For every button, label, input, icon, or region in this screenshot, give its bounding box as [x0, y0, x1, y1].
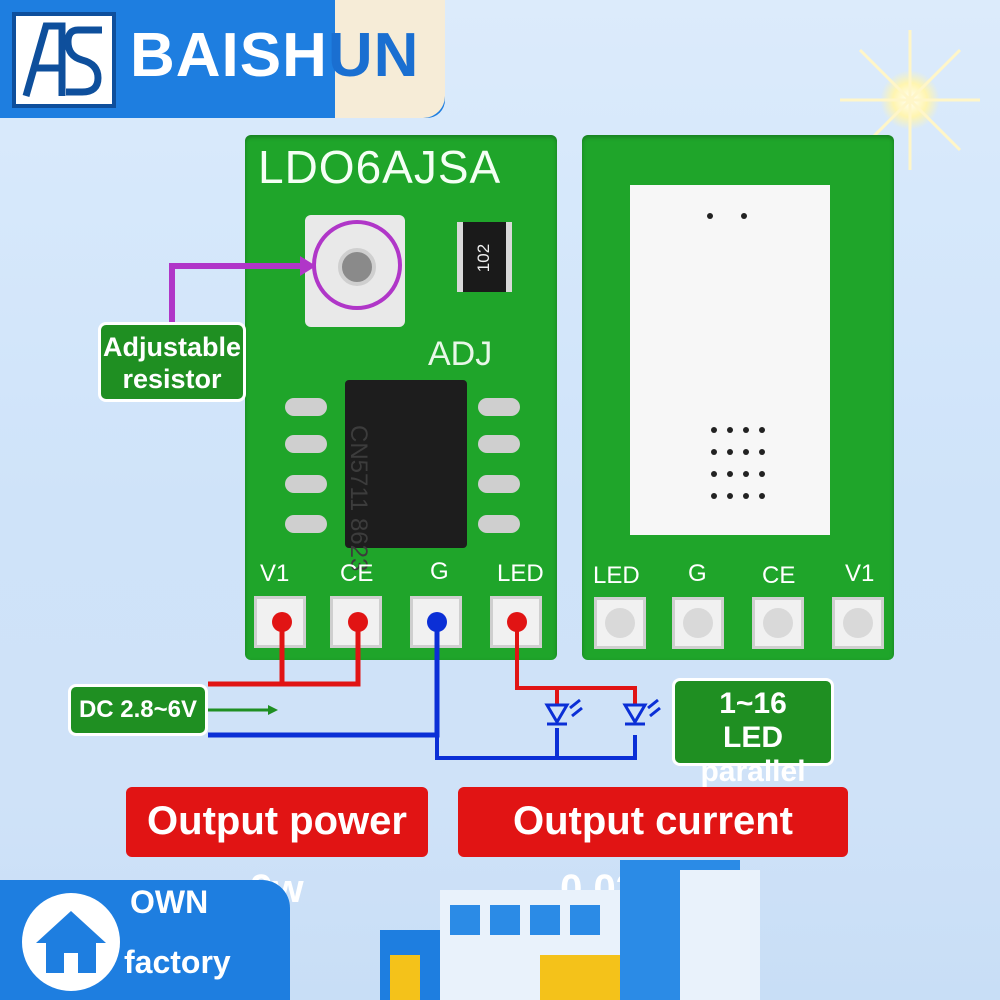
output-current-badge: Output current 0.03~1.5A	[458, 787, 848, 911]
chip-leg	[285, 515, 327, 533]
factory-label: factory	[124, 944, 231, 980]
pin-label-led: LED	[497, 560, 544, 587]
chip-leg	[285, 435, 327, 453]
chip-leg	[478, 515, 520, 533]
chip-leg	[285, 475, 327, 493]
brand-logo	[12, 12, 116, 108]
back-pin-label-v1: V1	[845, 560, 875, 587]
callout-line: resistor	[122, 364, 222, 394]
pin-label-ce: CE	[340, 560, 374, 587]
pin-label-g: G	[430, 558, 449, 585]
led-parallel-callout: 1~16 LED parallel	[672, 678, 834, 788]
chip-leg	[285, 398, 327, 416]
logo-mark-icon	[22, 22, 102, 97]
back-pin-label-ce: CE	[762, 562, 796, 589]
adj-silkscreen: ADJ	[428, 335, 493, 373]
via-holes	[707, 213, 765, 499]
house-icon	[36, 911, 106, 973]
led-icon	[622, 698, 661, 726]
chip-leg	[478, 398, 520, 416]
ic-chip	[345, 380, 467, 548]
led-icon	[544, 698, 583, 726]
callout-line: 1~16	[719, 687, 787, 720]
home-icon	[22, 893, 120, 991]
board-title: LDO6AJSA	[258, 141, 502, 193]
own-label: OWN	[130, 884, 209, 920]
factory-building-illustration	[380, 860, 760, 1000]
back-pin-label-g: G	[688, 560, 707, 587]
pin-label-v1: V1	[260, 560, 290, 587]
callout-line: Adjustable	[102, 332, 242, 362]
dc-input-callout: DC 2.8~6V	[68, 684, 208, 736]
back-solder-pad	[752, 597, 804, 649]
back-solder-pad	[672, 597, 724, 649]
potentiometer-knob	[338, 248, 376, 286]
chip-leg	[478, 475, 520, 493]
back-solder-pad	[594, 597, 646, 649]
chip-leg	[478, 435, 520, 453]
callout-line: LED parallel	[700, 721, 806, 788]
adjustable-resistor-callout: Adjustable resistor	[98, 322, 246, 402]
smd-resistor	[457, 222, 512, 292]
brand-name: BAISHUN	[130, 21, 420, 90]
back-pin-label-led: LED	[593, 562, 640, 589]
sun-rays-icon	[840, 30, 980, 170]
output-power-badge: Output power 9w	[126, 787, 428, 911]
brand-banner-accent	[335, 0, 445, 118]
back-solder-pad	[832, 597, 884, 649]
